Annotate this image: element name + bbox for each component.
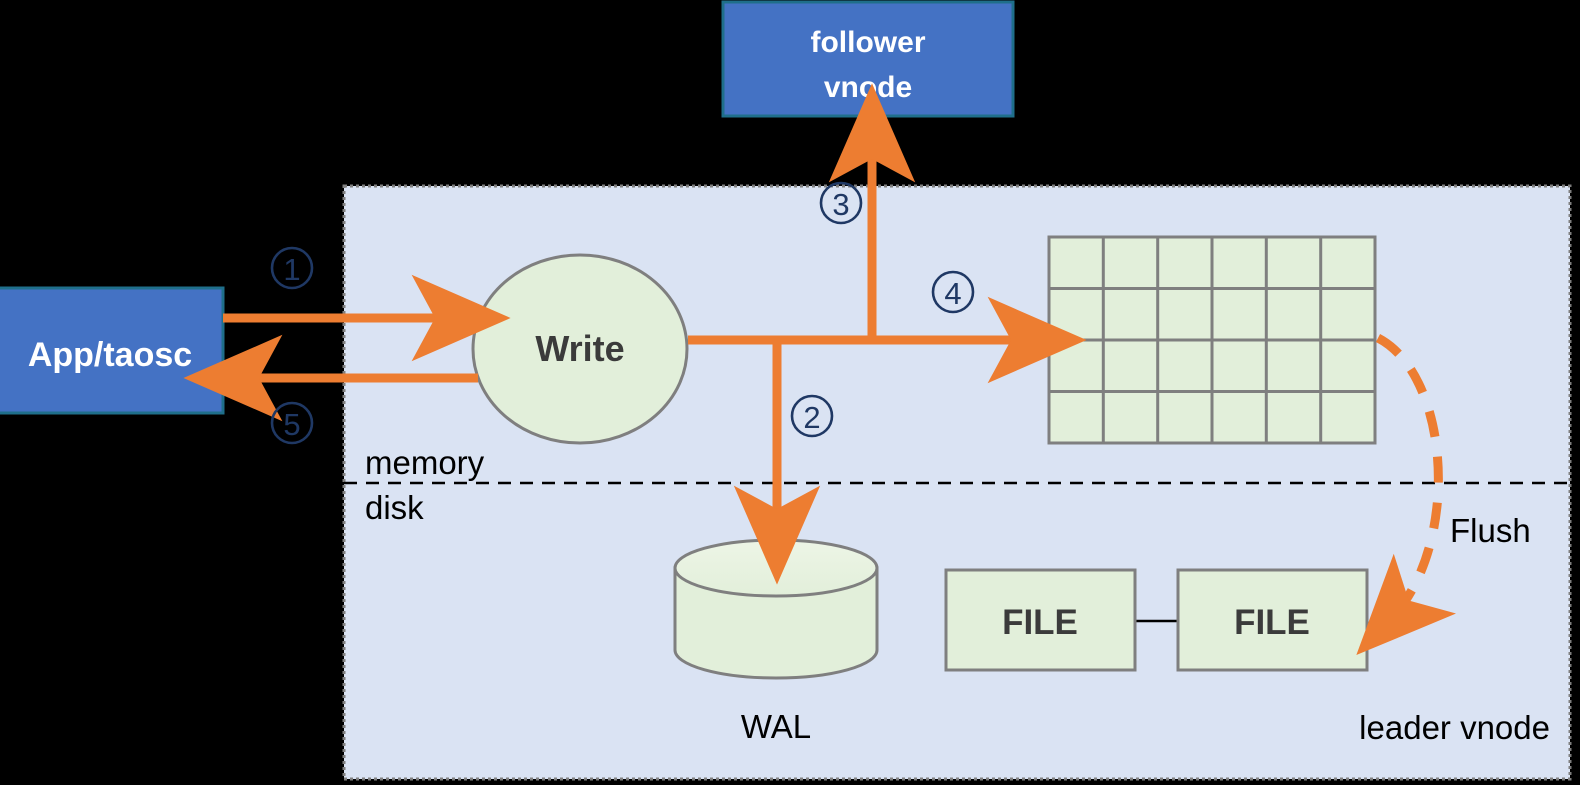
memory-label: memory — [365, 444, 485, 481]
step-marker-4-number: 4 — [944, 276, 961, 311]
step-marker-4-circle — [931, 270, 975, 314]
file-right-node[interactable]: FILE — [1176, 568, 1369, 672]
follower-vnode-label-line2: vnode — [824, 71, 912, 104]
leader-vnode-label: leader vnode — [1359, 709, 1550, 746]
disk-label: disk — [365, 489, 424, 526]
step-marker-5: 5 — [270, 401, 314, 445]
step-marker-1-number: 1 — [283, 252, 300, 287]
wal-label: WAL — [741, 708, 811, 745]
step-marker-3-number: 3 — [832, 187, 849, 222]
step-marker-2-circle — [790, 394, 834, 438]
follower-vnode-node[interactable]: follower vnode — [721, 0, 1015, 118]
file-right-label: FILE — [1234, 603, 1310, 642]
follower-vnode-label-line1: follower — [810, 26, 925, 59]
arrow-flush — [1356, 334, 1457, 656]
step-marker-2: 2 — [790, 394, 834, 438]
step-marker-1: 1 — [270, 246, 314, 290]
step-marker-5-number: 5 — [283, 407, 300, 442]
step-marker-3: 3 — [819, 181, 863, 225]
step-marker-3-circle — [819, 181, 863, 225]
step-marker-4: 4 — [931, 270, 975, 314]
file-left-node[interactable]: FILE — [944, 568, 1137, 672]
flush-label: Flush — [1450, 512, 1531, 549]
memtable-grid[interactable] — [1047, 235, 1377, 445]
write-label: Write — [535, 328, 624, 369]
step-marker-5-circle — [270, 401, 314, 445]
step-marker-1-circle — [270, 246, 314, 290]
app-taosc-node[interactable]: App/taosc — [0, 286, 225, 415]
file-left-label: FILE — [1002, 603, 1078, 642]
file-right-box[interactable] — [1176, 568, 1369, 672]
file-left-box[interactable] — [944, 568, 1137, 672]
app-taosc-label: App/taosc — [28, 336, 192, 374]
wal-cylinder-body[interactable] — [673, 566, 879, 680]
write-node[interactable]: Write — [471, 253, 689, 445]
wal-cylinder-top — [673, 538, 879, 598]
step-marker-2-number: 2 — [803, 400, 820, 435]
